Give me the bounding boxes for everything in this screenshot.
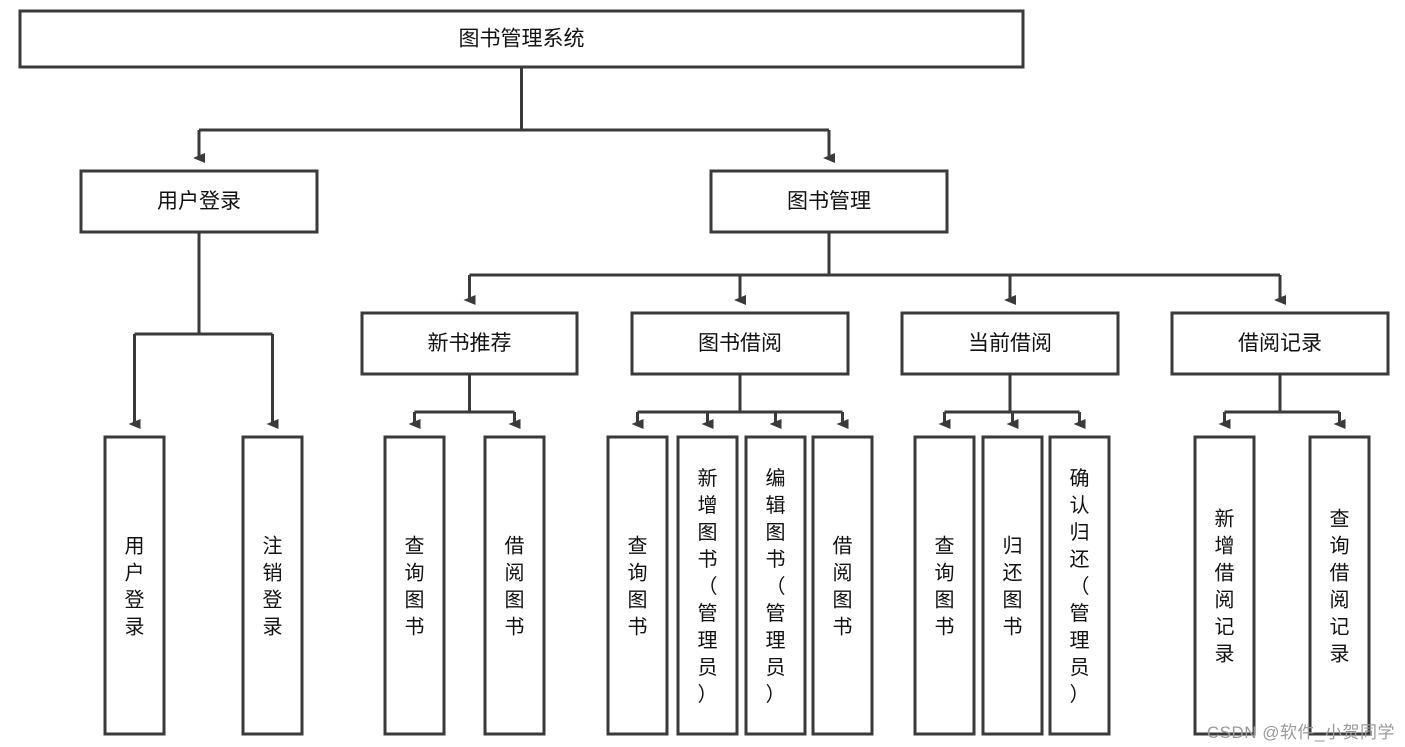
leaf-新书推荐-查询图书[interactable]: 查询图书 — [383, 435, 446, 736]
node-借阅记录-l2-label: 借阅记录 — [1238, 332, 1322, 355]
node-借阅记录-l2-box[interactable] — [1170, 311, 1390, 376]
leaf-用户登录-注销登录-label: 注销登录 — [263, 535, 283, 639]
leaf-图书借阅-查询图书-label: 查询图书 — [628, 535, 648, 639]
node-借阅记录-l2[interactable]: 借阅记录 — [1170, 311, 1390, 376]
leaf-用户登录-用户登录[interactable]: 用户登录 — [103, 435, 166, 736]
leaf-当前借阅-归还图书-label: 归还图书 — [1003, 535, 1023, 639]
leaf-图书借阅-借阅图书-box[interactable] — [811, 435, 874, 736]
leaf-新书推荐-借阅图书[interactable]: 借阅图书 — [483, 435, 546, 736]
node-新书推荐-l2[interactable]: 新书推荐 — [360, 311, 579, 376]
node-图书借阅-l2-box[interactable] — [630, 311, 850, 376]
leaf-新书推荐-借阅图书-label: 借阅图书 — [505, 535, 525, 639]
node-图书管理系统-root-box[interactable] — [18, 9, 1025, 69]
leaf-借阅记录-查询借阅记录[interactable]: 查询借阅记录 — [1308, 435, 1371, 736]
leaf-图书借阅-查询图书[interactable]: 查询图书 — [606, 435, 669, 736]
leaf-借阅记录-查询借阅记录-label: 查询借阅记录 — [1330, 508, 1350, 666]
leaf-当前借阅-查询图书[interactable]: 查询图书 — [913, 435, 976, 736]
leaf-图书借阅-查询图书-box[interactable] — [606, 435, 669, 736]
node-图书管理系统-root[interactable]: 图书管理系统 — [18, 9, 1025, 69]
leaf-图书借阅-新增图书管理员-box[interactable] — [676, 435, 739, 736]
node-当前借阅-l2[interactable]: 当前借阅 — [900, 311, 1120, 376]
leaf-借阅记录-新增借阅记录[interactable]: 新增借阅记录 — [1193, 435, 1256, 736]
leaf-当前借阅-归还图书[interactable]: 归还图书 — [981, 435, 1044, 736]
leaf-当前借阅-确认归还管理员-box[interactable] — [1048, 435, 1111, 736]
leaf-借阅记录-新增借阅记录-box[interactable] — [1193, 435, 1256, 736]
leaf-图书借阅-借阅图书-label: 借阅图书 — [833, 535, 853, 639]
node-图书管理-l1-label: 图书管理 — [787, 190, 871, 213]
node-图书借阅-l2[interactable]: 图书借阅 — [630, 311, 850, 376]
node-图书管理系统-root-label: 图书管理系统 — [459, 28, 585, 51]
node-boxes-group: 图书管理系统用户登录图书管理用户登录注销登录新书推荐图书借阅当前借阅借阅记录查询… — [18, 9, 1390, 736]
leaf-图书借阅-借阅图书[interactable]: 借阅图书 — [811, 435, 874, 736]
leaf-图书借阅-新增图书管理员-label: 新增图书（管理员） — [698, 467, 718, 706]
node-用户登录-l1-label: 用户登录 — [157, 190, 241, 213]
node-图书管理-l1-box[interactable] — [709, 169, 949, 234]
leaf-借阅记录-查询借阅记录-box[interactable] — [1308, 435, 1371, 736]
node-图书借阅-l2-label: 图书借阅 — [698, 332, 782, 355]
leaf-当前借阅-查询图书-box[interactable] — [913, 435, 976, 736]
leaf-用户登录-注销登录-box[interactable] — [241, 435, 304, 736]
leaf-图书借阅-编辑图书管理员[interactable]: 编辑图书（管理员） — [744, 435, 807, 736]
leaf-当前借阅-确认归还管理员-label: 确认归还（管理员） — [1070, 467, 1090, 706]
leaf-当前借阅-归还图书-box[interactable] — [981, 435, 1044, 736]
leaf-图书借阅-编辑图书管理员-label: 编辑图书（管理员） — [766, 467, 786, 706]
node-新书推荐-l2-box[interactable] — [360, 311, 579, 376]
leaf-新书推荐-查询图书-box[interactable] — [383, 435, 446, 736]
leaf-图书借阅-新增图书管理员[interactable]: 新增图书（管理员） — [676, 435, 739, 736]
leaf-用户登录-注销登录[interactable]: 注销登录 — [241, 435, 304, 736]
node-用户登录-l1[interactable]: 用户登录 — [79, 169, 319, 234]
node-当前借阅-l2-box[interactable] — [900, 311, 1120, 376]
node-图书管理-l1[interactable]: 图书管理 — [709, 169, 949, 234]
leaf-当前借阅-查询图书-label: 查询图书 — [935, 535, 955, 639]
leaf-借阅记录-新增借阅记录-label: 新增借阅记录 — [1215, 508, 1235, 666]
connector-lines-group — [128, 67, 1346, 429]
leaf-新书推荐-借阅图书-box[interactable] — [483, 435, 546, 736]
leaf-用户登录-用户登录-box[interactable] — [103, 435, 166, 736]
leaf-当前借阅-确认归还管理员[interactable]: 确认归还（管理员） — [1048, 435, 1111, 736]
node-新书推荐-l2-label: 新书推荐 — [428, 332, 512, 355]
leaf-新书推荐-查询图书-label: 查询图书 — [405, 535, 425, 639]
node-用户登录-l1-box[interactable] — [79, 169, 319, 234]
leaf-用户登录-用户登录-label: 用户登录 — [125, 536, 145, 639]
leaf-图书借阅-编辑图书管理员-box[interactable] — [744, 435, 807, 736]
node-当前借阅-l2-label: 当前借阅 — [968, 332, 1052, 355]
